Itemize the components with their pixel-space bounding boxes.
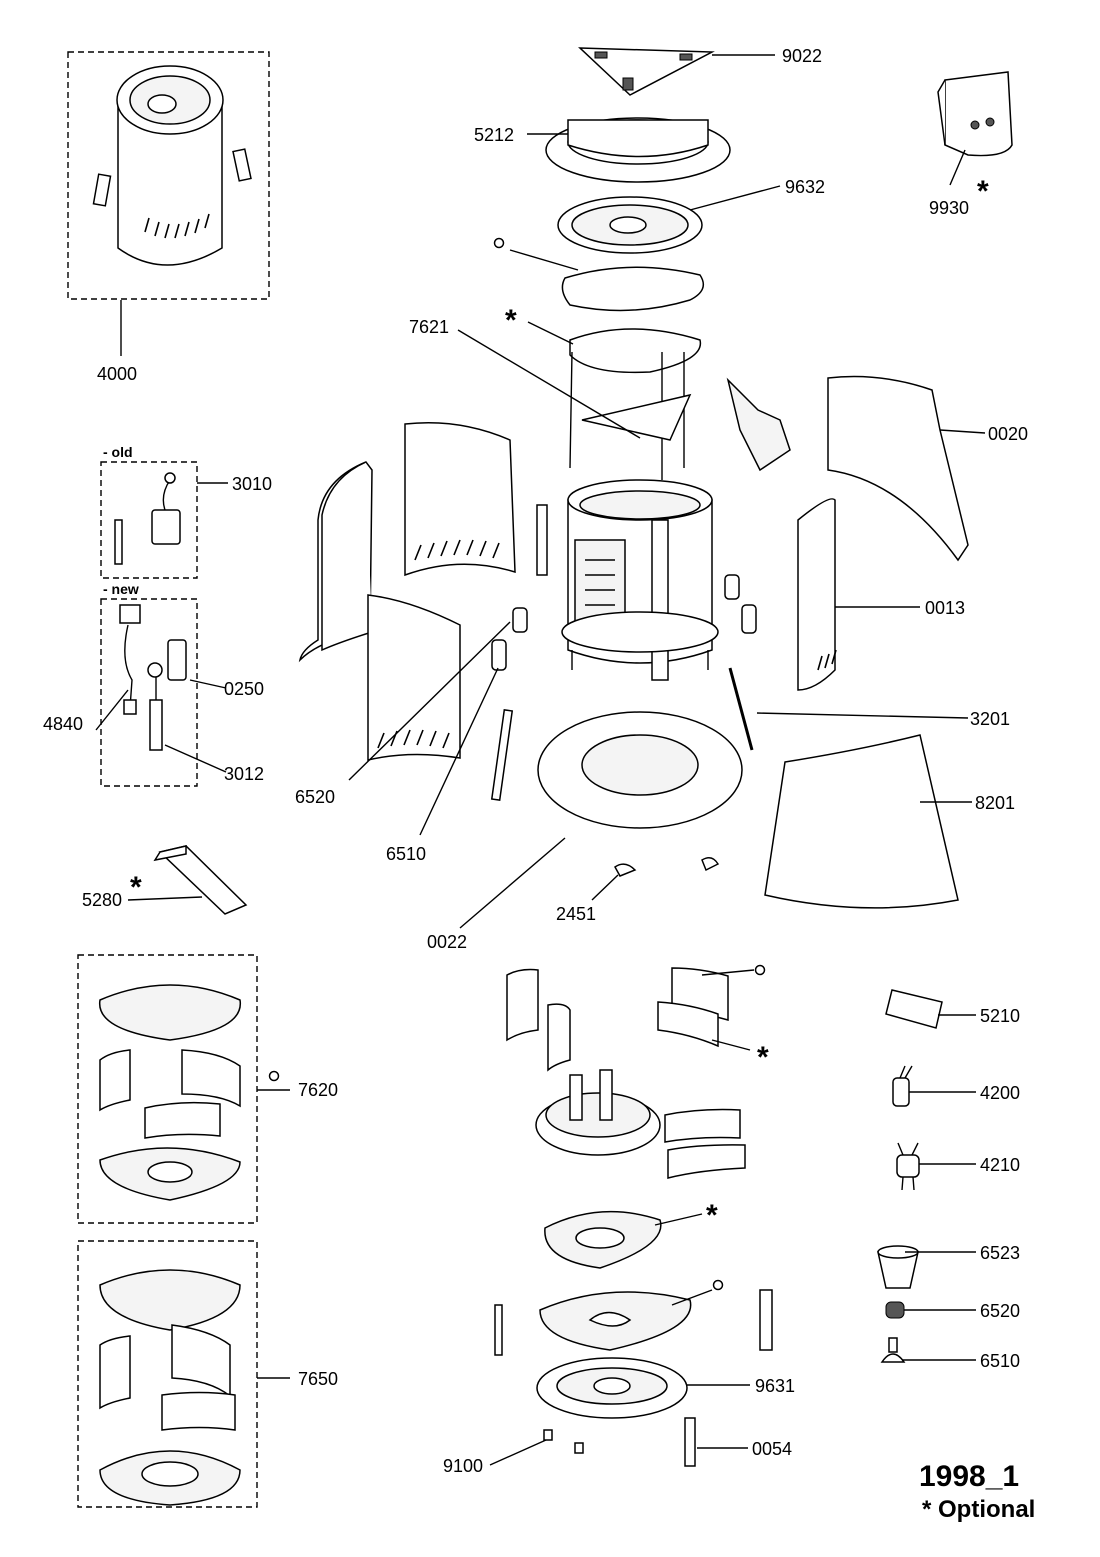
part-left-shell-mid [404, 421, 516, 577]
part-new-group: - new [95, 581, 227, 787]
star-lower-clips: * [757, 1041, 769, 1074]
diagram-id: 1998_1 [919, 1460, 1019, 1493]
part-left-shell-outer [298, 461, 373, 663]
part-3201 [728, 667, 969, 751]
part-lower-clips [506, 964, 766, 1072]
label-0250: 0250 [224, 679, 264, 699]
part-6523-6520-6510 [877, 1245, 976, 1363]
label-7620: 7620 [298, 1080, 338, 1100]
label-4210: 4210 [980, 1155, 1020, 1175]
part-5210 [885, 989, 976, 1029]
part-7620-group [77, 954, 290, 1224]
label-6523: 6523 [980, 1243, 1020, 1263]
label-4840: 4840 [43, 714, 83, 734]
label-6510-main: 6510 [386, 844, 426, 864]
group-old-label: - old [103, 444, 133, 460]
star-9930: * [977, 175, 989, 208]
label-3010: 3010 [232, 474, 272, 494]
part-lower-discs [494, 1210, 773, 1356]
label-7650: 7650 [298, 1369, 338, 1389]
group-box-7650 [77, 1240, 258, 1508]
label-9022: 9022 [782, 46, 822, 66]
star-7621: * [505, 304, 517, 337]
label-4200: 4200 [980, 1083, 1020, 1103]
part-5212 [527, 117, 731, 183]
label-9930: 9930 [929, 198, 969, 218]
label-7621: 7621 [409, 317, 449, 337]
circle-markers [268, 1070, 280, 1082]
label-9100: 9100 [443, 1456, 483, 1476]
label-3201: 3201 [970, 709, 1010, 729]
part-base-fan [535, 1069, 746, 1179]
star-5280: * [130, 871, 142, 904]
group-new-label: - new [103, 581, 139, 597]
label-9631: 9631 [755, 1376, 795, 1396]
part-9632 [557, 185, 781, 254]
part-circle-gasket [493, 237, 705, 312]
label-2451: 2451 [556, 904, 596, 924]
part-8201 [764, 734, 972, 909]
label-0022: 0022 [427, 932, 467, 952]
part-4210 [896, 1142, 976, 1191]
label-0013: 0013 [925, 598, 965, 618]
label-9632: 9632 [785, 177, 825, 197]
label-6520-main: 6520 [295, 787, 335, 807]
part-9100-0054 [489, 1417, 748, 1467]
star-lower-disc: * [706, 1199, 718, 1232]
part-0013 [724, 498, 920, 691]
part-4200 [892, 1065, 976, 1107]
group-box-old [100, 461, 198, 579]
group-box-new [100, 598, 198, 787]
label-0054: 0054 [752, 1439, 792, 1459]
label-6520-spare: 6520 [980, 1301, 1020, 1321]
part-7650-group [77, 1240, 290, 1508]
part-4000-assembly [67, 51, 270, 356]
part-7621 [457, 321, 702, 480]
label-6510-spare: 6510 [980, 1351, 1020, 1371]
part-5280 [127, 845, 248, 915]
optional-legend: * Optional [922, 1496, 1035, 1523]
label-0020: 0020 [988, 424, 1028, 444]
label-4000: 4000 [97, 364, 137, 384]
part-3010-old-group: - old [100, 444, 228, 579]
group-box-7620 [77, 954, 258, 1224]
part-9631 [536, 1357, 750, 1419]
label-5210: 5210 [980, 1006, 1020, 1026]
part-left-shell-front [348, 594, 511, 781]
label-5212: 5212 [474, 125, 514, 145]
group-box-4000 [67, 51, 270, 300]
label-5280: 5280 [82, 890, 122, 910]
label-8201: 8201 [975, 793, 1015, 813]
part-number-labels: 9022 5212 9632 9930 4000 7621 0020 3010 … [43, 46, 1028, 1476]
label-3012: 3012 [224, 764, 264, 784]
part-9930 [937, 71, 1013, 186]
part-9022 [578, 47, 775, 96]
part-6520-left [419, 504, 548, 836]
part-0020 [726, 375, 986, 562]
part-0022 [459, 709, 743, 929]
circle-marker-7620 [268, 1070, 280, 1082]
optional-markers: * * * * * [130, 175, 989, 1232]
part-central-body [561, 479, 719, 681]
